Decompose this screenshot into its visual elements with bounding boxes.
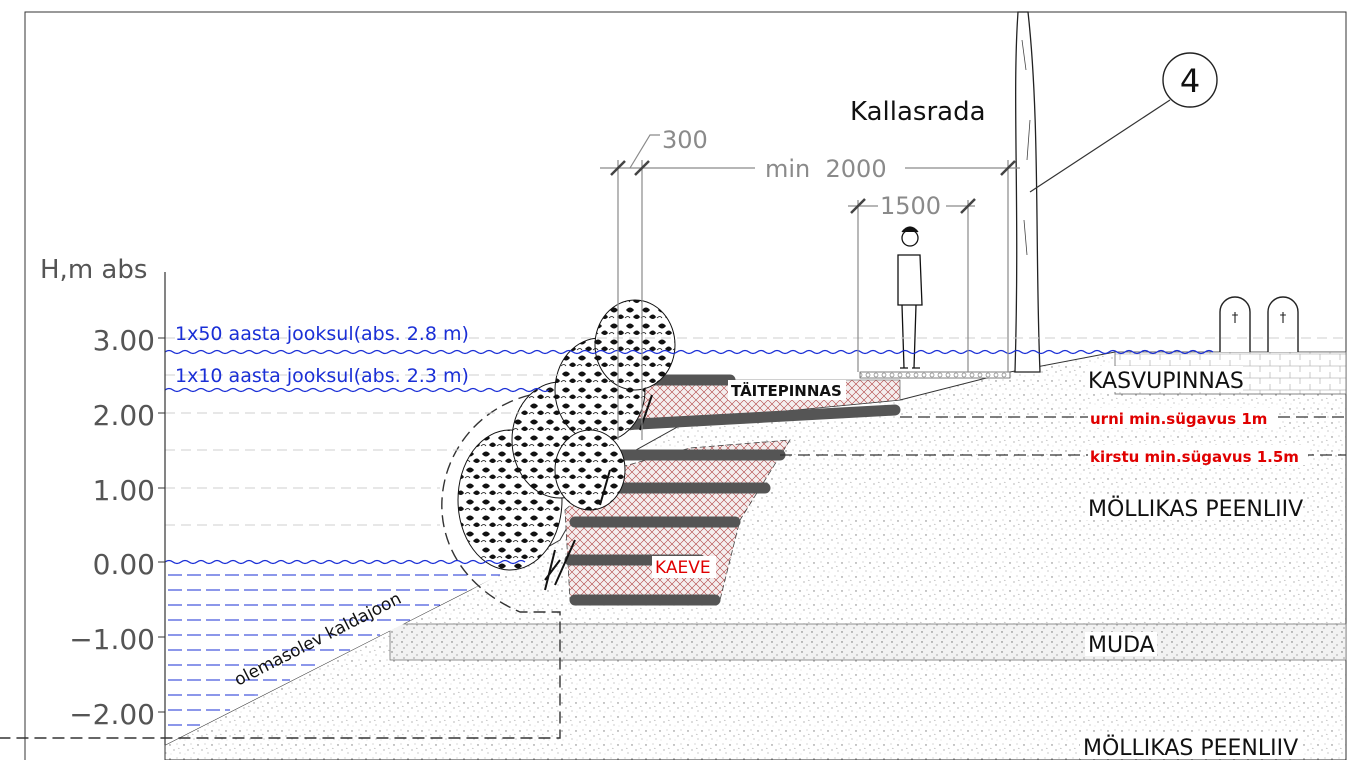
bank-bulge-outline [0,394,561,739]
kasvupinnas-label: KASVUPINNAS [1088,369,1244,394]
axis-tick: 0.00 [93,548,155,581]
dimension-ticks [610,160,1016,214]
flood-10-line [164,387,550,393]
callout-number: 4 [1180,62,1200,100]
water-hatch [168,574,500,726]
fascine-rolls [564,374,901,606]
axis-tick: −2.00 [69,698,155,731]
tree-trunk [1014,11,1041,373]
svg-text:†: † [1280,311,1287,326]
flood-50-label: 1x50 aasta jooksul(abs. 2.8 m) [175,323,469,345]
taitepinnas-label: TÄITEPINNAS [731,381,842,400]
water-surface-line [164,559,526,565]
dim-1500: 1500 [880,192,941,220]
kallasrada-label: Kallasrada [850,97,986,127]
dim-2000: min 2000 [765,155,887,183]
water-body [165,562,525,745]
kirstu-label: kirstu min.sügavus 1.5m [1090,448,1299,466]
mollikas-label-1: MÖLLIKAS PEENLIIV [1088,496,1303,522]
axis-tick: 2.00 [93,399,155,432]
flood-50-line [164,349,1214,355]
urni-label: urni min.sügavus 1m [1090,410,1267,428]
axis-title: H,m abs [40,255,147,285]
flood-10-label: 1x10 aasta jooksul(abs. 2.3 m) [175,365,469,387]
shrub-cluster [457,299,676,591]
mollikas-label-2: MÖLLIKAS PEENLIIV [1083,735,1298,760]
muda-label: MUDA [1088,633,1155,658]
axis-tick: −1.00 [69,623,155,656]
mud-layer [389,623,1347,661]
callout-circle [1162,52,1218,108]
dim-300: 300 [662,126,708,154]
axis-tick: 3.00 [93,324,155,357]
callout-leader [1029,99,1171,193]
axis-tick: 1.00 [93,474,155,507]
level-lines [165,337,1346,526]
kaeve-label: KAEVE [655,558,711,578]
path-surface [859,371,1011,379]
person-figure [897,226,923,369]
svg-text:†: † [1232,311,1239,326]
gravestones: † † [1219,296,1299,352]
